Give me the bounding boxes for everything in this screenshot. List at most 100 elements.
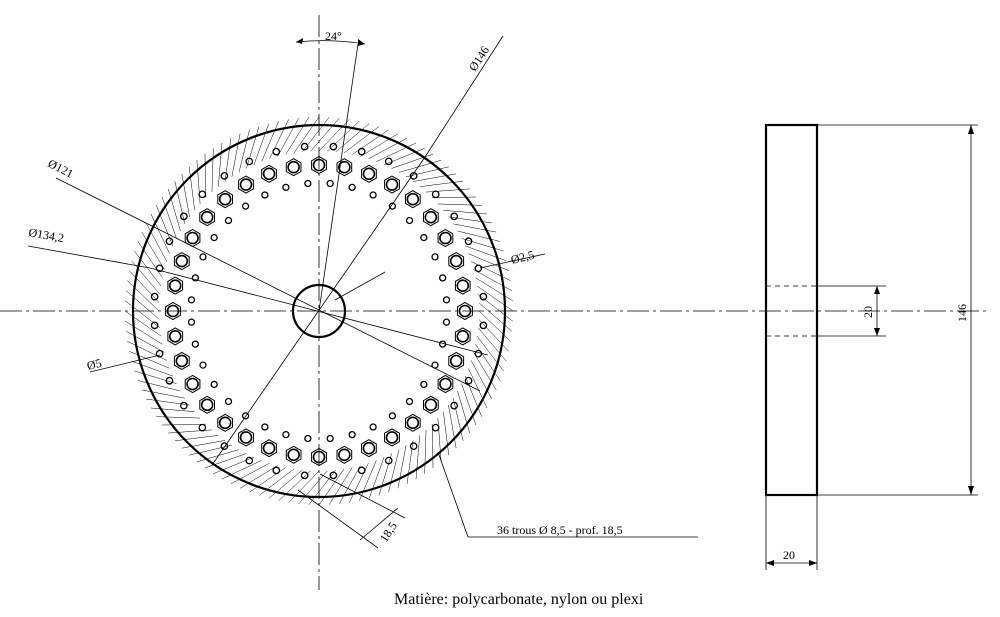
hatch-tick (406, 166, 449, 178)
holes-note: 36 trous Ø 8,5 - prof. 18,5 (497, 523, 623, 537)
height-label: 146 (955, 304, 969, 322)
small-hole (384, 157, 393, 166)
hex-recess (448, 252, 465, 271)
main-hole (168, 330, 182, 343)
main-hole (168, 279, 182, 292)
small-hole (245, 157, 254, 166)
small-hole (224, 216, 233, 225)
main-hole (186, 231, 199, 245)
small-hole (329, 142, 338, 151)
hex-recess (437, 228, 454, 248)
hatch-tick (150, 213, 170, 254)
small-hole (150, 321, 159, 330)
small-hole (304, 179, 312, 188)
hex-recess (336, 158, 353, 177)
hatch-tick (174, 181, 186, 224)
side-view: 146 20 20 (764, 123, 978, 570)
hex-recess (199, 395, 215, 414)
hatch-tick (125, 300, 161, 328)
main-hole (439, 377, 452, 391)
small-hole (150, 292, 159, 301)
main-hole (362, 167, 376, 181)
small-hole (464, 237, 473, 246)
dia-134-label: Ø134,2 (27, 225, 65, 245)
front-view: 24° Ø146 Ø1 (0, 15, 990, 590)
main-hole (424, 210, 438, 224)
small-hole (187, 296, 196, 304)
hatch-tick (368, 137, 408, 160)
hatch-tick (218, 142, 223, 187)
main-hole (449, 354, 463, 368)
small-hole (409, 442, 418, 451)
hatch-tick (131, 260, 161, 295)
hex-recess (217, 413, 233, 432)
hex-recess (285, 158, 302, 177)
small-hole (155, 264, 164, 273)
hatch-tick (335, 123, 370, 153)
hex-recess (405, 190, 421, 209)
small-hole (442, 296, 451, 304)
small-hole (357, 466, 366, 475)
hatch-tick (204, 154, 207, 198)
hex-recess (457, 301, 473, 321)
hatch-tick (448, 405, 457, 449)
width-label: 20 (783, 548, 795, 562)
hatch-tick (426, 188, 470, 193)
hatch-tick (224, 138, 232, 182)
hatch-tick (204, 453, 247, 469)
hex-recess (311, 447, 327, 467)
small-hole (179, 401, 188, 410)
small-hole (220, 171, 229, 180)
hex-recess (199, 208, 215, 227)
small-hole (304, 434, 312, 443)
hatch-tick (443, 411, 450, 456)
hatch-tick (368, 457, 385, 499)
hatch-tick (258, 468, 295, 496)
main-hole (439, 231, 452, 245)
hatch-tick (476, 285, 514, 312)
hatch-tick (285, 117, 310, 155)
hatch-tick (448, 216, 492, 224)
main-hole (262, 167, 276, 181)
hatch-tick (131, 360, 173, 377)
hex-recess (167, 276, 184, 295)
main-hole (186, 377, 199, 391)
hex-recess (336, 445, 353, 464)
hex-recess (261, 439, 277, 458)
hatch-tick (298, 470, 328, 505)
small-hole (272, 466, 281, 475)
small-hole (198, 190, 207, 199)
hex-recess (167, 327, 184, 346)
hatch-tick (431, 424, 434, 468)
hatch-tick (432, 196, 476, 199)
hex-recess (405, 413, 421, 432)
main-hole (262, 441, 276, 455)
main-hole (458, 304, 472, 318)
small-hole (241, 412, 250, 420)
main-hole (218, 416, 232, 430)
hatch-tick (278, 470, 311, 501)
hatch-tick (134, 250, 162, 287)
hatch-tick (383, 148, 425, 166)
main-hole (200, 398, 214, 412)
central-bore (291, 283, 347, 339)
hatch-tick (161, 196, 177, 239)
hatch-tick (453, 223, 497, 233)
small-hole (261, 191, 269, 199)
side-profile (764, 123, 819, 497)
hex-recess (454, 276, 471, 295)
hatch-tick (141, 231, 165, 270)
hatch-tick (360, 133, 399, 157)
hatch-tick (145, 222, 168, 262)
main-hole (385, 178, 399, 191)
hex-recess (423, 395, 439, 414)
small-hole (442, 318, 451, 326)
hatch-tick (464, 375, 482, 417)
small-hole (405, 397, 414, 406)
leader-lines (27, 35, 698, 549)
hatch-tick (473, 269, 513, 291)
hatch-tick (156, 416, 201, 419)
hex-recess (448, 351, 465, 370)
hex-recess (261, 164, 277, 183)
main-hole (312, 158, 326, 172)
